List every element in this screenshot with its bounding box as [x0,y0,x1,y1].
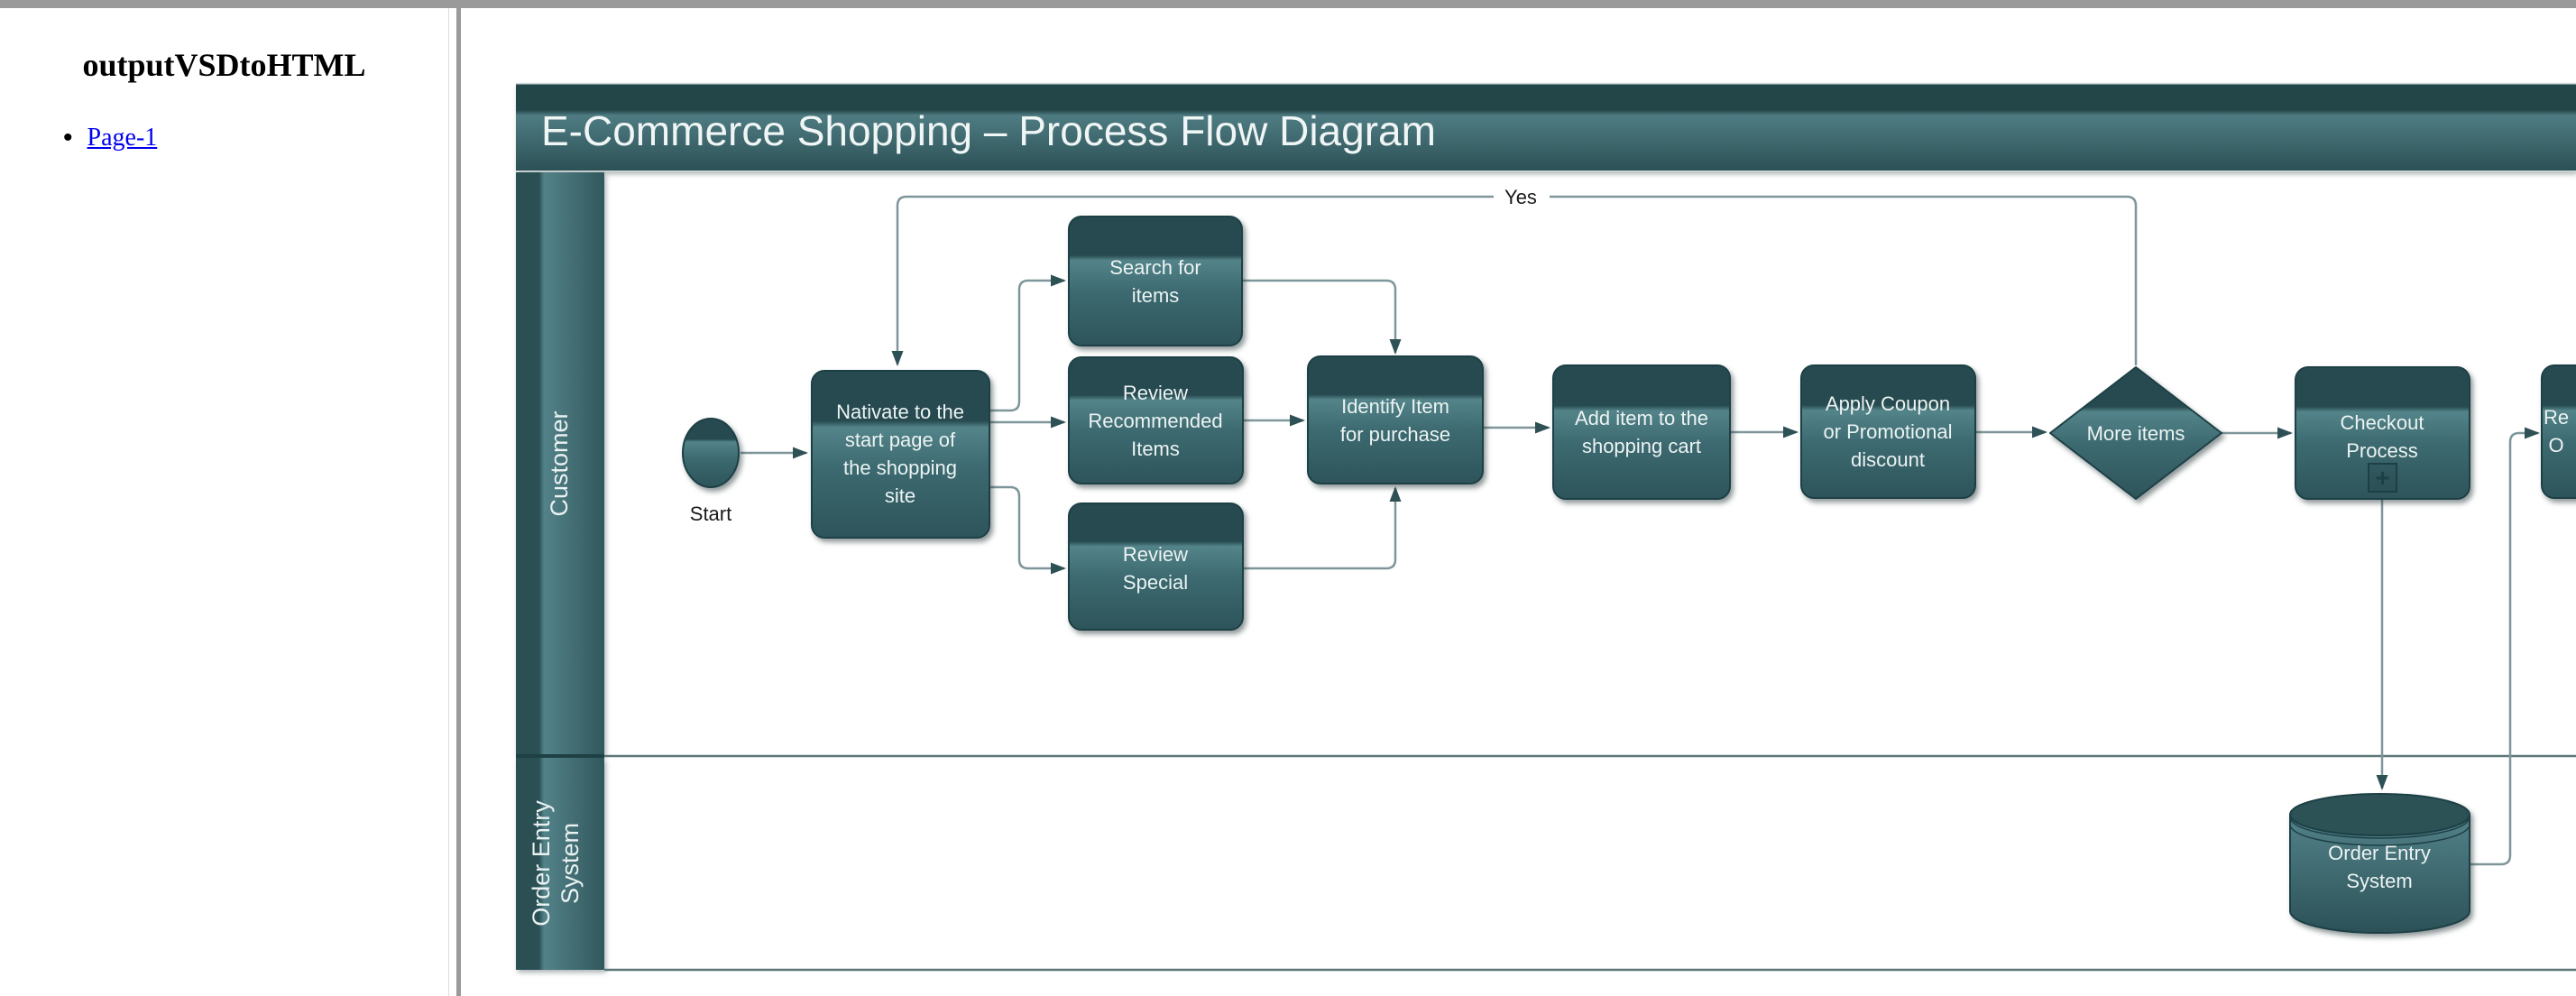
apply-coupon-label-line2: or Promotional [1823,420,1952,443]
process-search [1068,216,1243,346]
connector-search-to-identify [1242,279,1402,355]
navigate-label-line2: start page of [845,429,956,451]
datastore-order-entry-system [2289,793,2470,934]
identify-label-line2: for purchase [1340,423,1450,446]
process-navigate [811,370,990,539]
process-review-recommended [1068,356,1244,484]
decision-more-items [2049,366,2222,500]
cylinder-top [2289,793,2470,836]
process-identify [1307,355,1484,484]
subprocess-plus-icon: + [2375,464,2389,492]
process-review-special [1068,503,1244,631]
process-receive-clipped [2541,364,2576,499]
receive-label-line2: O [2548,434,2563,456]
review-recommended-label-line2: Recommended [1088,410,1222,432]
review-special-label-line2: Special [1123,571,1188,594]
review-special-label-line1: Review [1123,543,1188,566]
sidebar-frame: outputVSDtoHTML • Page-1 [0,8,448,996]
subprocess-checkout [2295,366,2470,500]
more-items-label: More items [2087,422,2185,445]
review-recommended-label-line1: Review [1123,382,1188,404]
page-list-item: • Page-1 [63,124,157,152]
order-entry-db-label-line2: System [2346,870,2412,892]
connector-order-entry-db-to-receive [2470,427,2540,866]
receive-label-line1: Re [2544,406,2569,429]
lane-band-customer [516,172,604,754]
cylinder-rim-1 [2289,816,2470,839]
title-bar-bottom-edge [516,171,2576,172]
connector-label-yes: Yes [1504,186,1537,208]
connector-navigate-to-search [989,274,1066,412]
identify-label-line1: Identify Item [1341,395,1449,418]
lane-label-customer: Customer [546,410,573,516]
process-apply-coupon [1800,364,1976,499]
review-recommended-label-line3: Items [1131,438,1180,460]
subprocess-plus-box [2368,463,2397,493]
navigate-label-line3: the shopping [843,456,957,479]
lane-band-separator [516,754,604,758]
start-label: Start [690,503,731,525]
cylinder-rim-2 [2289,824,2470,846]
lane-band-order-entry [516,758,604,970]
navigate-label-line1: Nativate to the [836,401,964,423]
search-label-line1: Search for [1109,256,1201,279]
diagram-title: E-Commerce Shopping – Process Flow Diagr… [541,107,1436,154]
lane-label-order-entry-line1: Order Entry [528,800,555,927]
process-add-item [1552,364,1731,500]
diagram-title-bar [516,84,2576,171]
connector-review-special-to-identify [1244,486,1402,570]
search-label-line2: items [1132,284,1180,307]
add-item-label-line2: shopping cart [1582,435,1701,457]
page-1-link[interactable]: Page-1 [87,124,158,152]
cylinder-body [2289,814,2470,934]
add-item-label-line1: Add item to the [1575,407,1708,429]
title-bar-top-edge [516,83,2576,85]
list-bullet-icon: • [63,123,73,152]
yes-label-background [1494,181,1550,210]
navigate-label-line4: site [885,484,915,507]
start-shape [682,418,740,488]
frame-divider [448,8,463,996]
diagram-frame: E-Commerce Shopping – Process Flow Diagr… [463,8,2576,996]
connector-navigate-to-review-special [989,485,1066,575]
apply-coupon-label-line3: discount [1851,448,1925,471]
sidebar-title: outputVSDtoHTML [82,47,366,83]
order-entry-db-label-line1: Order Entry [2328,842,2431,864]
apply-coupon-label-line1: Apply Coupon [1826,392,1950,415]
checkout-label-line1: Checkout [2341,411,2424,434]
checkout-label-line2: Process [2346,439,2417,462]
lane-label-order-entry-line2: System [557,823,584,904]
